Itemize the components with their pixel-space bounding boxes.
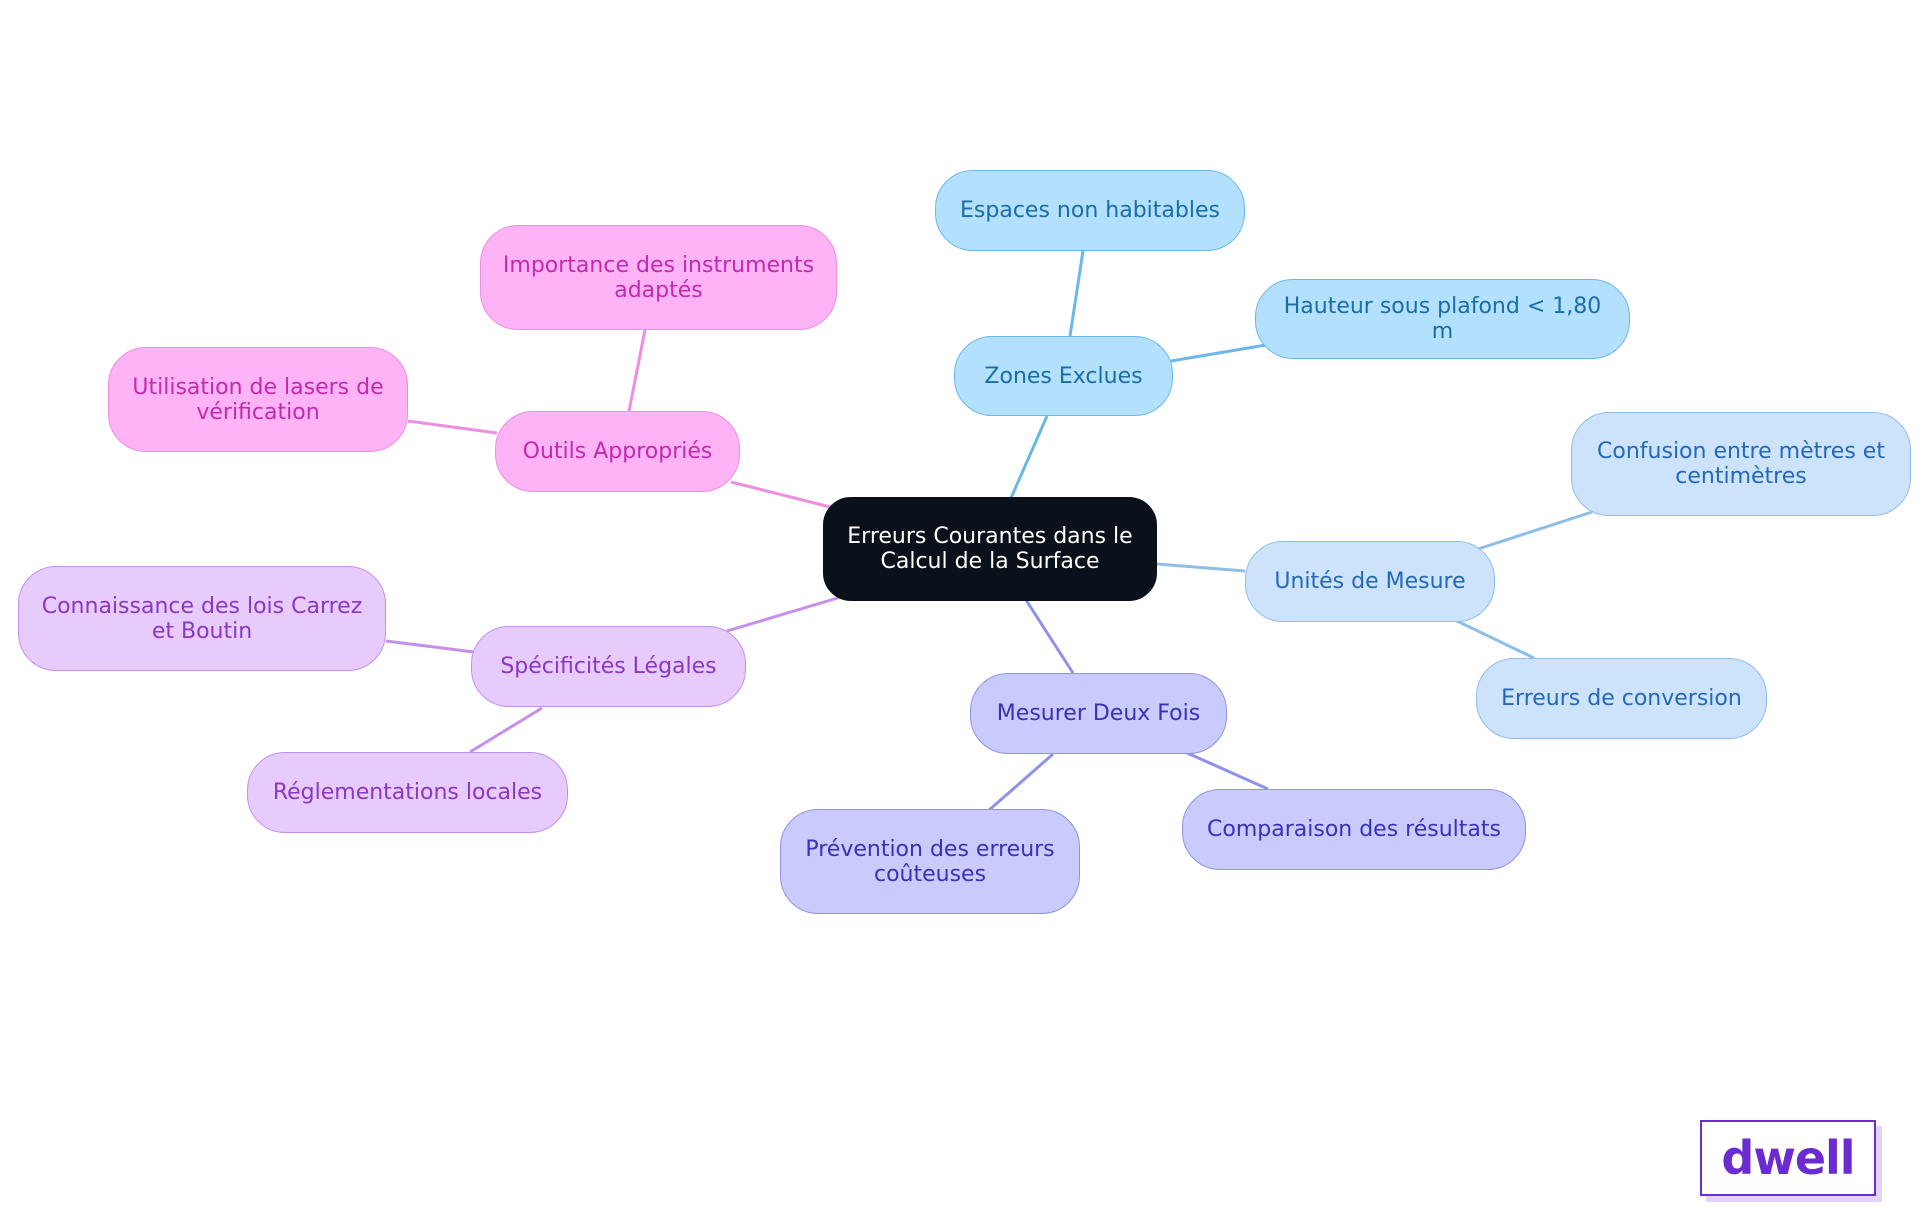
branch-zones-exclues: Zones Exclues <box>954 336 1173 416</box>
leaf-lois-carrez-boutin: Connaissance des lois Carrez et Boutin <box>18 566 386 671</box>
branch-label: Spécificités Légales <box>500 654 717 679</box>
edge-root-specificites <box>726 595 842 633</box>
leaf-reglementations-locales: Réglementations locales <box>247 752 568 833</box>
central-topic-label: Erreurs Courantes dans le Calcul de la S… <box>847 524 1133 574</box>
branch-unites-de-mesure: Unités de Mesure <box>1245 541 1495 622</box>
edge-unites-conversion <box>1456 619 1535 660</box>
dwell-logo-text: dwell <box>1721 1131 1855 1185</box>
edge-zones-espaces <box>1068 250 1085 337</box>
dwell-logo: dwell <box>1700 1120 1876 1196</box>
leaf-lasers-de-verification: Utilisation de lasers de vérification <box>108 347 408 452</box>
leaf-label: Prévention des erreurs coûteuses <box>805 836 1055 887</box>
edge-root-zones-exclues <box>1009 415 1049 499</box>
branch-label: Mesurer Deux Fois <box>996 701 1201 726</box>
leaf-importance-instruments: Importance des instruments adaptés <box>480 225 837 330</box>
edge-root-mesurer <box>1024 599 1075 674</box>
leaf-confusion-metres-centimetres: Confusion entre mètres et centimètres <box>1571 412 1911 516</box>
branch-label: Zones Exclues <box>984 363 1143 389</box>
edge-specificites-lois <box>385 639 475 654</box>
branch-mesurer-deux-fois: Mesurer Deux Fois <box>970 673 1227 754</box>
leaf-comparaison-des-resultats: Comparaison des résultats <box>1182 789 1526 870</box>
edge-outils-importance <box>627 329 647 412</box>
leaf-hauteur-sous-plafond: Hauteur sous plafond < 1,80 m <box>1255 279 1630 359</box>
branch-specificites-legales: Spécificités Légales <box>471 626 746 707</box>
leaf-label: Erreurs de conversion <box>1501 686 1742 711</box>
edge-mesurer-prevention <box>987 752 1054 813</box>
edge-specificites-reglementations <box>469 706 543 754</box>
edge-root-outils <box>730 480 835 510</box>
leaf-label: Confusion entre mètres et centimètres <box>1597 439 1885 489</box>
leaf-label: Importance des instruments adaptés <box>502 252 815 303</box>
edge-unites-confusion <box>1477 510 1593 551</box>
leaf-prevention-erreurs-couteuses: Prévention des erreurs coûteuses <box>780 809 1080 914</box>
leaf-label: Réglementations locales <box>272 780 543 805</box>
edge-outils-lasers <box>407 419 498 435</box>
leaf-label: Connaissance des lois Carrez et Boutin <box>41 593 363 644</box>
branch-outils-appropries: Outils Appropriés <box>495 411 740 492</box>
leaf-label: Espaces non habitables <box>960 198 1220 223</box>
central-topic: Erreurs Courantes dans le Calcul de la S… <box>823 497 1157 601</box>
leaf-label: Utilisation de lasers de vérification <box>132 374 384 425</box>
edge-zones-hauteur <box>1170 343 1267 363</box>
edge-root-unites <box>1156 562 1246 573</box>
branch-label: Unités de Mesure <box>1274 569 1466 594</box>
leaf-label: Hauteur sous plafond < 1,80 m <box>1283 294 1602 344</box>
leaf-erreurs-de-conversion: Erreurs de conversion <box>1476 658 1767 739</box>
leaf-label: Comparaison des résultats <box>1207 817 1501 842</box>
leaf-espaces-non-habitables: Espaces non habitables <box>935 170 1245 251</box>
branch-label: Outils Appropriés <box>522 439 713 464</box>
edge-mesurer-comparaison <box>1184 750 1269 791</box>
